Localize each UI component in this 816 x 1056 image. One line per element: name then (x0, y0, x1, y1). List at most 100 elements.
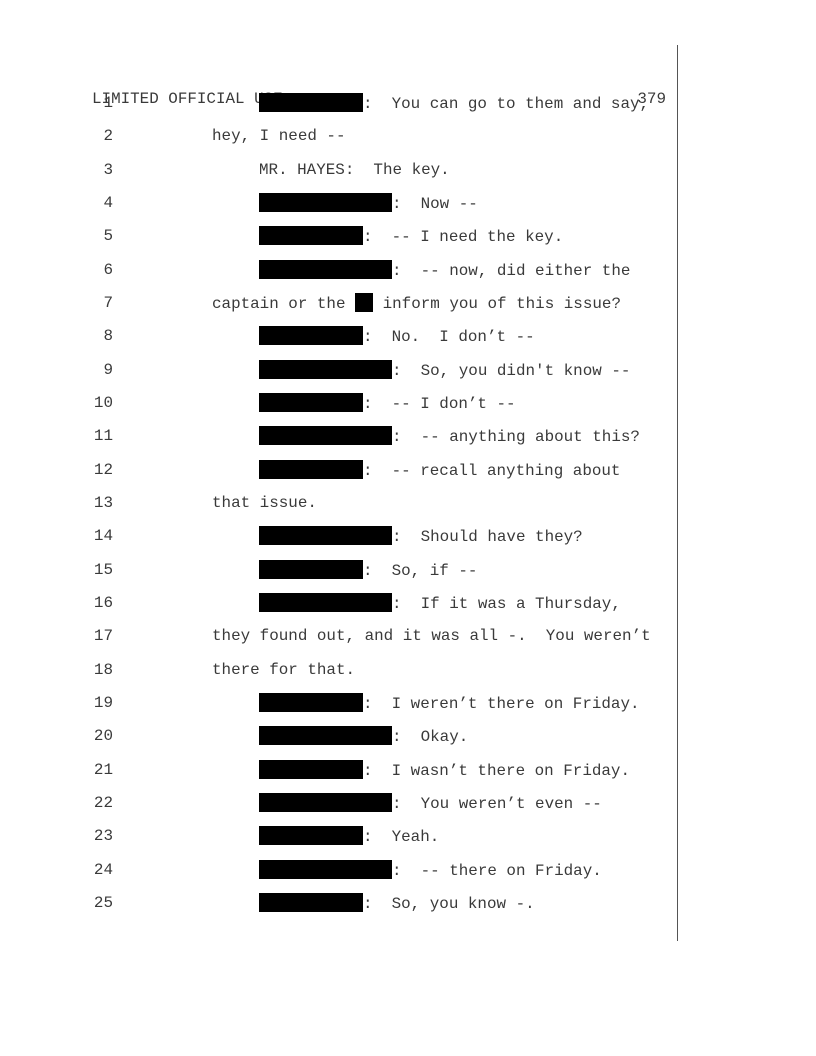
line-text: : -- recall anything about (363, 461, 621, 480)
redacted-speaker-name (259, 526, 392, 546)
transcript-line: 25: So, you know -. (0, 892, 680, 914)
speaker-line: : -- recall anything about (259, 459, 621, 481)
transcript-line: 20 : Okay. (0, 726, 680, 746)
line-number: 5 (103, 227, 113, 246)
line-text: they found out, and it was all -. You we… (212, 627, 651, 646)
line-number: 2 (103, 127, 113, 146)
continuation-text: they found out, and it was all -. You we… (212, 626, 651, 646)
transcript-line: 16: If it was a Thursday, (0, 592, 680, 614)
line-number: 22 (93, 793, 113, 812)
speaker-line: : So, you know -. (259, 892, 535, 914)
line-text: that issue. (212, 493, 317, 512)
line-text: : No. I don’t -- (363, 328, 535, 347)
speaker-line: : Okay. (259, 726, 468, 747)
speaker-line: : You can go to them and say, (259, 93, 649, 114)
line-text: : You can go to them and say, (363, 95, 650, 113)
speaker-line: : If it was a Thursday, (259, 592, 621, 614)
line-text: : I weren’t there on Friday. (363, 694, 640, 713)
line-text: : -- now, did either the (392, 261, 631, 280)
speaker-line: : -- anything about this? (259, 426, 640, 447)
speaker-line: : I wasn’t there on Friday. (259, 759, 631, 781)
line-number: 18 (93, 660, 113, 679)
speaker-line: MR. HAYES: The key. (259, 160, 450, 180)
transcript-line: 6: -- now, did either the (0, 259, 680, 280)
redacted-speaker-name (259, 892, 363, 912)
redacted-speaker-name (259, 93, 363, 112)
line-text: : Okay. (392, 728, 469, 747)
transcript-line: 17 they found out, and it was all -. You … (0, 626, 680, 646)
redacted-speaker-name (259, 826, 363, 846)
line-text: : So, you didn't know -- (392, 361, 631, 380)
line-number: 8 (103, 327, 113, 346)
line-text: : -- I need the key. (363, 228, 564, 247)
speaker-line: : So, you didn't know -- (259, 359, 631, 381)
line-number: 13 (93, 493, 113, 512)
line-number: 9 (103, 360, 113, 379)
line-number: 1 (103, 94, 113, 112)
line-text: MR. HAYES: The key. (259, 160, 450, 179)
continuation-text: captain or the inform you of this issue? (212, 292, 621, 314)
transcript-line: 1 : You can go to them and say, (0, 93, 680, 113)
line-text: : Should have they? (392, 528, 583, 547)
redacted-speaker-name (259, 559, 363, 579)
transcript-line: 21 : I wasn’t there on Friday. (0, 759, 680, 781)
transcript-line: 19: I weren’t there on Friday. (0, 692, 680, 714)
line-number: 20 (93, 727, 113, 746)
transcript-line: 8 : No. I don’t -- (0, 326, 680, 346)
speaker-line: : -- there on Friday. (259, 859, 602, 881)
line-text: : Now -- (392, 194, 478, 213)
line-number: 23 (93, 827, 113, 846)
line-text: : I wasn’t there on Friday. (363, 761, 631, 780)
line-text: : Yeah. (363, 828, 440, 847)
line-text: : -- I don’t -- (363, 394, 516, 413)
line-text: there for that. (212, 660, 356, 679)
transcript-line: 23 : Yeah. (0, 826, 680, 846)
continuation-text: hey, I need -- (212, 126, 346, 146)
speaker-line: : You weren’t even -- (259, 792, 602, 814)
speaker-line: : -- I don’t -- (259, 392, 516, 414)
transcript-line: 4 : Now -- (0, 192, 680, 214)
transcript-line: 12 : -- recall anything about (0, 459, 680, 481)
line-text: : -- there on Friday. (392, 861, 602, 880)
speaker-line: : No. I don’t -- (259, 326, 535, 347)
line-number: 12 (93, 460, 113, 479)
transcript-line: 10: -- I don’t -- (0, 392, 680, 414)
line-text: : You weren’t even -- (392, 794, 602, 813)
margin-rule (677, 45, 678, 941)
transcript-line: 9 : So, you didn't know -- (0, 359, 680, 381)
redacted-speaker-name (259, 592, 392, 612)
transcript-line: 2 hey, I need -- (0, 126, 680, 146)
redacted-speaker-name (259, 759, 363, 779)
transcript-line: 14 : Should have they? (0, 526, 680, 546)
line-number: 15 (93, 560, 113, 579)
redacted-speaker-name (259, 692, 363, 712)
redacted-speaker-name (259, 459, 363, 479)
speaker-line: : Now -- (259, 192, 478, 214)
redacted-speaker-name (259, 392, 363, 412)
redacted-speaker-name (259, 226, 363, 246)
redacted-speaker-name (259, 859, 392, 879)
page-number: 379 (637, 90, 666, 108)
line-number: 17 (93, 627, 113, 646)
transcript-line: 24 : -- there on Friday. (0, 859, 680, 881)
speaker-line: : -- I need the key. (259, 226, 563, 247)
transcript-line: 13 that issue. (0, 493, 680, 513)
line-number: 24 (93, 860, 113, 879)
speaker-line: : So, if -- (259, 559, 478, 581)
redacted-speaker-name (259, 192, 392, 212)
continuation-text: that issue. (212, 493, 317, 513)
line-number: 14 (93, 527, 113, 546)
line-number: 3 (103, 160, 113, 179)
line-number: 4 (103, 193, 113, 212)
redacted-speaker-name (259, 426, 392, 446)
transcript-line: 11: -- anything about this? (0, 426, 680, 446)
line-number: 21 (93, 760, 113, 779)
line-text: : So, you know -. (363, 894, 535, 913)
transcript-line: 15 : So, if -- (0, 559, 680, 581)
line-text: : If it was a Thursday, (392, 594, 621, 613)
transcript-line: 18 there for that. (0, 660, 680, 680)
line-text: : So, if -- (363, 561, 478, 580)
redacted-speaker-name (259, 326, 363, 346)
speaker-line: : I weren’t there on Friday. (259, 692, 640, 714)
